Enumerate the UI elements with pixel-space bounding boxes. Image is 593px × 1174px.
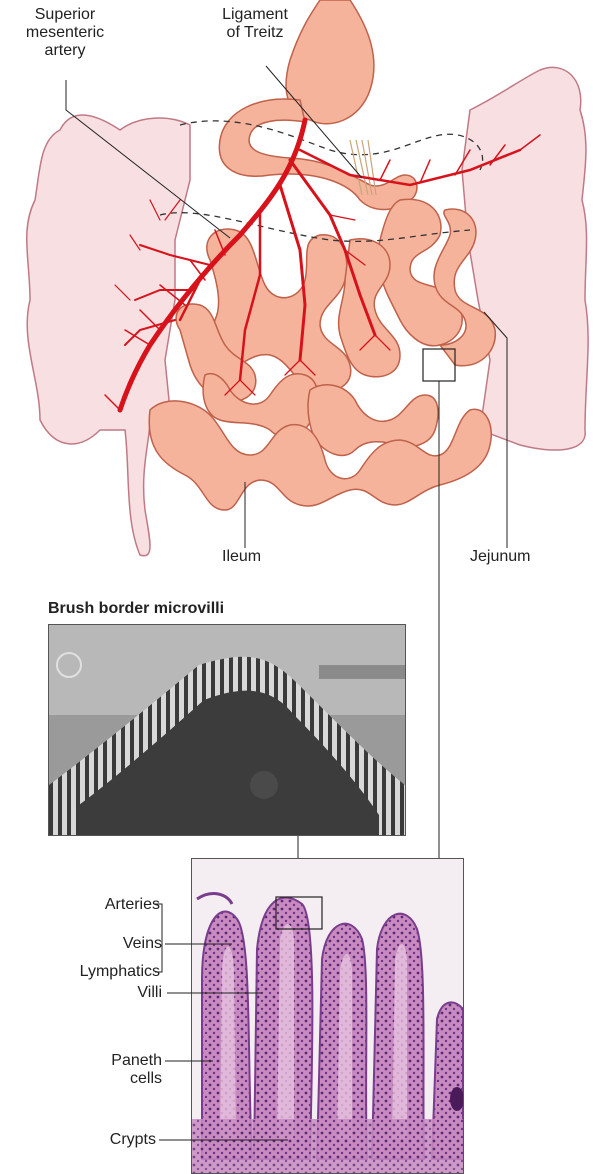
label-line: cells xyxy=(60,1070,162,1088)
label-line: Superior xyxy=(10,6,120,24)
label-line: Paneth xyxy=(60,1052,162,1070)
ascending-colon xyxy=(27,115,190,556)
label-line: artery xyxy=(10,42,120,60)
label-villi: Villi xyxy=(60,984,162,1002)
label-lymphatics: Lymphatics xyxy=(40,963,160,981)
label-jejunum: Jejunum xyxy=(470,548,530,566)
bowel-loops xyxy=(149,199,495,510)
brush-border-micrograph xyxy=(48,624,406,836)
micrograph-image xyxy=(49,625,405,835)
label-brush-border-microvilli: Brush border microvilli xyxy=(48,600,224,618)
villi-histology-micrograph xyxy=(191,858,464,1174)
label-ileum: Ileum xyxy=(222,548,261,566)
label-line: mesenteric xyxy=(10,24,120,42)
label-line: Ligament xyxy=(205,6,305,24)
label-arteries: Arteries xyxy=(60,896,160,914)
label-superior-mesenteric-artery: Superior mesenteric artery xyxy=(10,6,120,60)
label-paneth-cells: Paneth cells xyxy=(60,1052,162,1088)
histology-image xyxy=(192,859,463,1173)
descending-colon xyxy=(462,67,588,450)
label-line: of Treitz xyxy=(205,24,305,42)
label-crypts: Crypts xyxy=(56,1131,156,1149)
label-ligament-of-treitz: Ligament of Treitz xyxy=(205,6,305,42)
label-veins: Veins xyxy=(60,935,162,953)
